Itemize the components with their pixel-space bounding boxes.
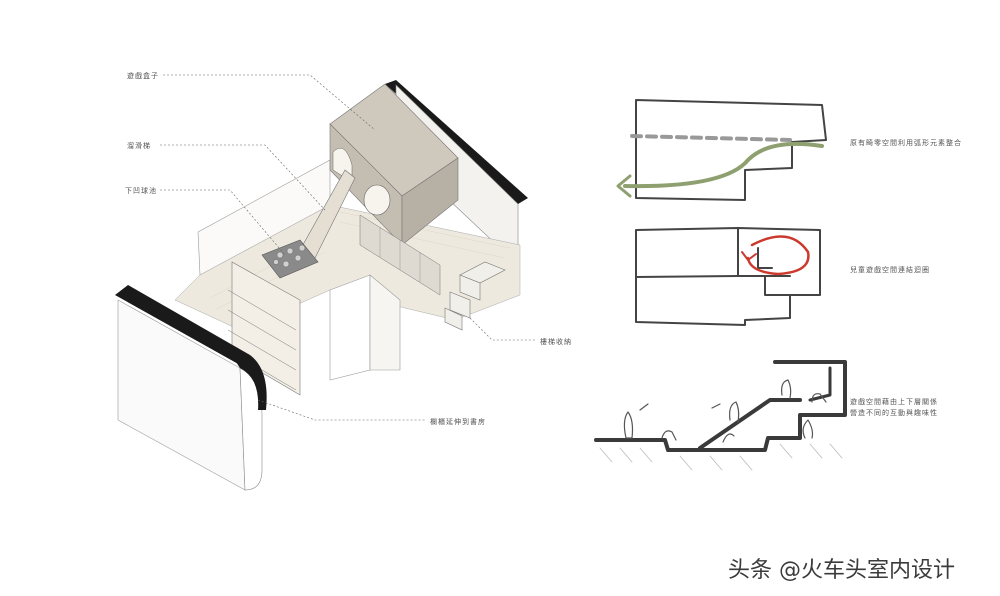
note-level-interaction-2: 營造不同的互動與趣味性 <box>850 409 938 417</box>
leader-sunken-pit <box>160 189 286 256</box>
curved-wall-cap <box>236 355 267 410</box>
label-slide: 溜滑梯 <box>127 142 151 150</box>
note-level-interaction-1: 遊戲空間藉由上下層關係 <box>850 398 938 406</box>
sketch-1-dashed-line <box>630 134 792 142</box>
kid-figures <box>623 379 827 443</box>
stair-storage <box>444 261 506 331</box>
left-dark-wall <box>115 285 250 365</box>
bookshelf-shelves <box>227 289 297 391</box>
note-curve-integration: 原有畸零空間利用弧形元素整合 <box>850 139 962 147</box>
partition-wall-mid <box>369 274 401 371</box>
game-box-round-window <box>363 184 391 216</box>
label-sunken-pit: 下凹球池 <box>125 187 157 195</box>
sketch-1-arrowhead <box>616 174 632 198</box>
leader-slide <box>160 144 326 211</box>
label-game-box: 遊戲盒子 <box>127 72 159 80</box>
cabinet-doors <box>379 227 421 282</box>
leader-bookshelf <box>257 399 425 421</box>
ball-pit-balls <box>273 244 306 268</box>
leader-game-box <box>163 74 376 131</box>
sketch-2-red-arrowhead <box>741 251 757 261</box>
sketch-2-red-loop <box>746 235 810 276</box>
note-play-loop: 兒童遊戲空間連結迴圈 <box>850 266 930 274</box>
sketch-1-curve-integration <box>616 99 827 201</box>
sketch-1-green-arrow <box>623 141 824 189</box>
label-stair-storage: 樓梯收納 <box>540 338 572 346</box>
sketch-2-play-loop <box>635 227 821 326</box>
game-box-side <box>401 157 459 246</box>
sketch-3-section <box>594 360 847 471</box>
label-railing-bookshelf: 欄櫃延伸到書房 <box>430 418 486 426</box>
callout-leaders <box>160 74 535 421</box>
watermark: 头条 @火车头室内设计 <box>728 558 955 583</box>
ground-hatching <box>599 443 843 471</box>
